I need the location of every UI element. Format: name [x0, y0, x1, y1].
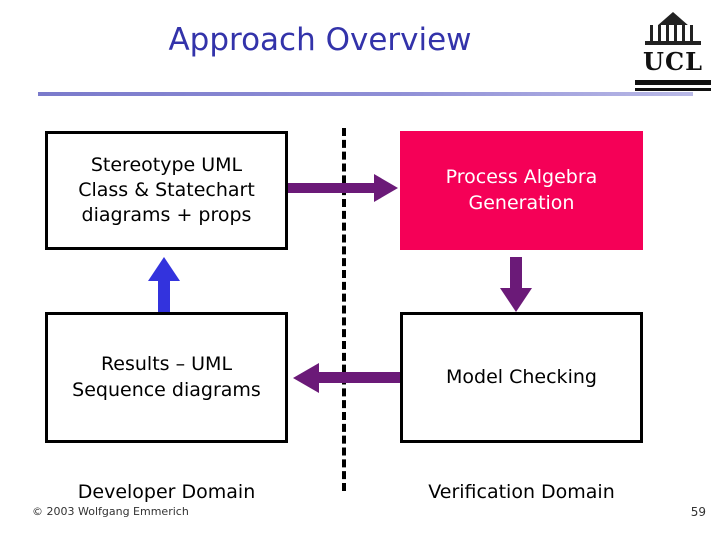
caption-developer-domain: Developer Domain	[77, 481, 256, 503]
logo-dome-icon	[657, 12, 689, 26]
box-model-checking-label: Model Checking	[446, 365, 597, 388]
box-results-uml-sequence: Results – UML Sequence diagrams	[45, 312, 288, 443]
copyright-notice: © 2003 Wolfgang Emmerich	[32, 505, 189, 518]
arrow-stereotype-to-process-algebra-head-icon	[374, 174, 398, 202]
box-process-algebra-generation-label: Process Algebra Generation	[445, 166, 598, 214]
caption-verification-domain: Verification Domain	[428, 481, 615, 503]
arrow-stereotype-to-process-algebra-shaft	[288, 183, 380, 193]
page-number: 59	[690, 505, 706, 519]
box-stereotype-uml-label: Stereotype UML Class & Statechart diagra…	[78, 153, 255, 227]
title-divider	[38, 92, 693, 96]
arrow-model-checking-to-results-head-icon	[293, 363, 319, 393]
domain-divider	[342, 128, 346, 491]
logo-base-icon	[645, 41, 701, 45]
box-stereotype-uml: Stereotype UML Class & Statechart diagra…	[45, 131, 288, 250]
arrow-process-algebra-to-model-checking-shaft	[510, 257, 522, 295]
ucl-logo: UCL	[634, 12, 712, 92]
logo-text: UCL	[643, 47, 703, 76]
box-process-algebra-generation: Process Algebra Generation	[400, 131, 643, 250]
box-model-checking: Model Checking	[400, 312, 643, 443]
box-results-uml-sequence-label: Results – UML Sequence diagrams	[72, 353, 261, 401]
arrow-results-to-stereotype-shaft	[158, 277, 170, 312]
arrow-model-checking-to-results-shaft	[318, 372, 400, 383]
arrow-results-to-stereotype-head-icon	[148, 257, 180, 281]
logo-underline	[635, 80, 711, 85]
arrow-process-algebra-to-model-checking-head-icon	[500, 288, 532, 312]
logo-columns-icon	[650, 25, 696, 41]
page-title: Approach Overview	[168, 22, 472, 58]
logo-underline-secondary	[635, 88, 711, 91]
